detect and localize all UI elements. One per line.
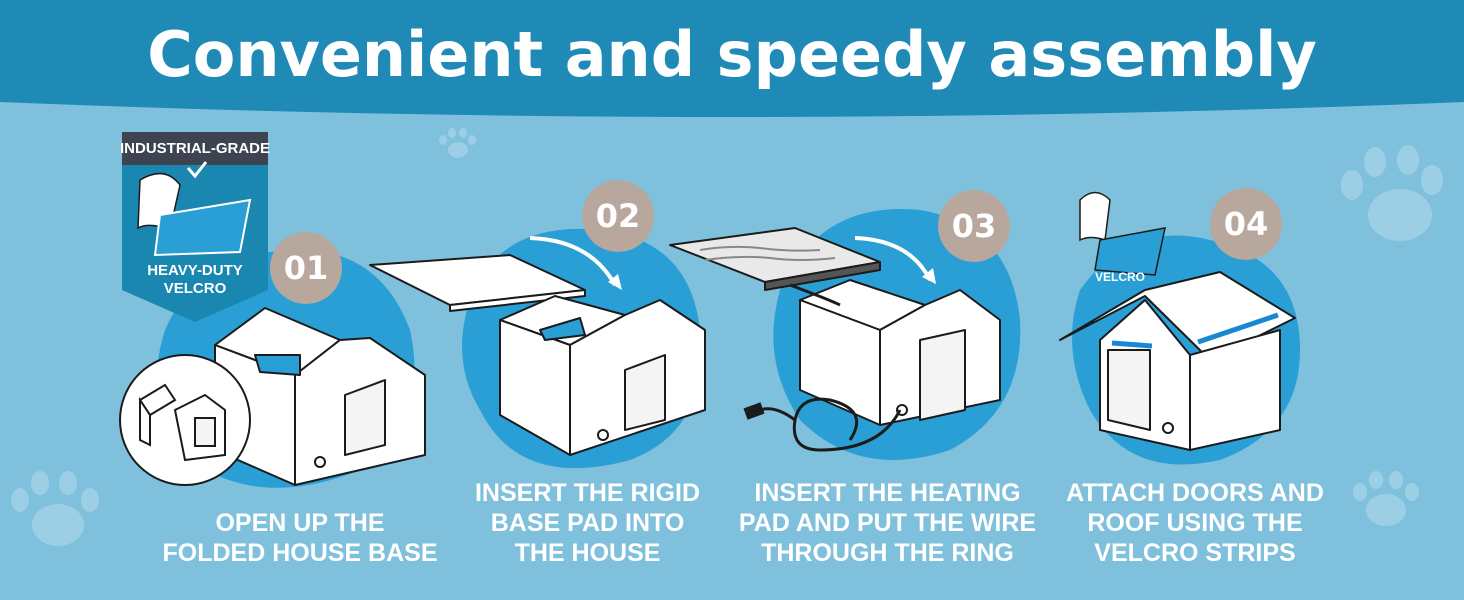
step-caption-04: ATTACH DOORS AND ROOF USING THE VELCRO S… <box>1055 478 1335 568</box>
caption-line: PAD AND PUT THE WIRE <box>738 509 1037 537</box>
header-background <box>0 0 1464 117</box>
paw-print-icon <box>439 128 476 158</box>
shield-line-2: VELCRO <box>163 280 227 297</box>
plug-icon <box>759 407 796 422</box>
shield-bottom-label: HEAVY-DUTY VELCRO <box>116 262 274 298</box>
step-caption-02: INSERT THE RIGID BASE PAD INTO THE HOUSE <box>450 478 725 568</box>
velcro-label: VELCRO <box>1094 270 1145 284</box>
velcro-icon <box>1079 191 1166 276</box>
caption-line: ROOF USING THE <box>1087 509 1303 537</box>
step-number-01: 01 <box>270 232 342 304</box>
shield-top-label: INDUSTRIAL-GRADE <box>120 140 270 157</box>
paw-print-icon <box>1341 145 1443 241</box>
step-number-02: 02 <box>582 180 654 252</box>
paw-print-icon <box>1353 471 1419 526</box>
page-title: Convenient and speedy assembly <box>147 18 1317 91</box>
step-caption-01: OPEN UP THE FOLDED HOUSE BASE <box>150 508 450 568</box>
step-caption-03: INSERT THE HEATING PAD AND PUT THE WIRE … <box>735 478 1040 568</box>
caption-line: ATTACH DOORS AND <box>1066 479 1324 507</box>
shield-line-1: HEAVY-DUTY <box>147 262 243 279</box>
caption-line: INSERT THE RIGID <box>474 479 700 507</box>
caption-line: VELCRO STRIPS <box>1094 539 1296 567</box>
curved-arrow-icon <box>854 236 932 281</box>
caption-line: OPEN UP THE <box>215 509 385 537</box>
velcro-shield: INDUSTRIAL-GRADE HEAVY-DUTY VELCRO <box>116 132 274 322</box>
caption-line: THROUGH THE RING <box>761 539 1014 567</box>
step-number-04: 04 <box>1210 188 1282 260</box>
paw-print-icon <box>11 471 99 546</box>
caption-line: FOLDED HOUSE BASE <box>162 539 438 567</box>
step-number-03: 03 <box>938 190 1010 262</box>
header-band <box>0 0 1464 128</box>
caption-line: INSERT THE HEATING <box>754 479 1021 507</box>
velcro-shield-badge <box>122 132 268 322</box>
caption-line: THE HOUSE <box>514 539 661 567</box>
curved-arrow-icon <box>529 236 617 286</box>
caption-line: BASE PAD INTO <box>490 509 685 537</box>
